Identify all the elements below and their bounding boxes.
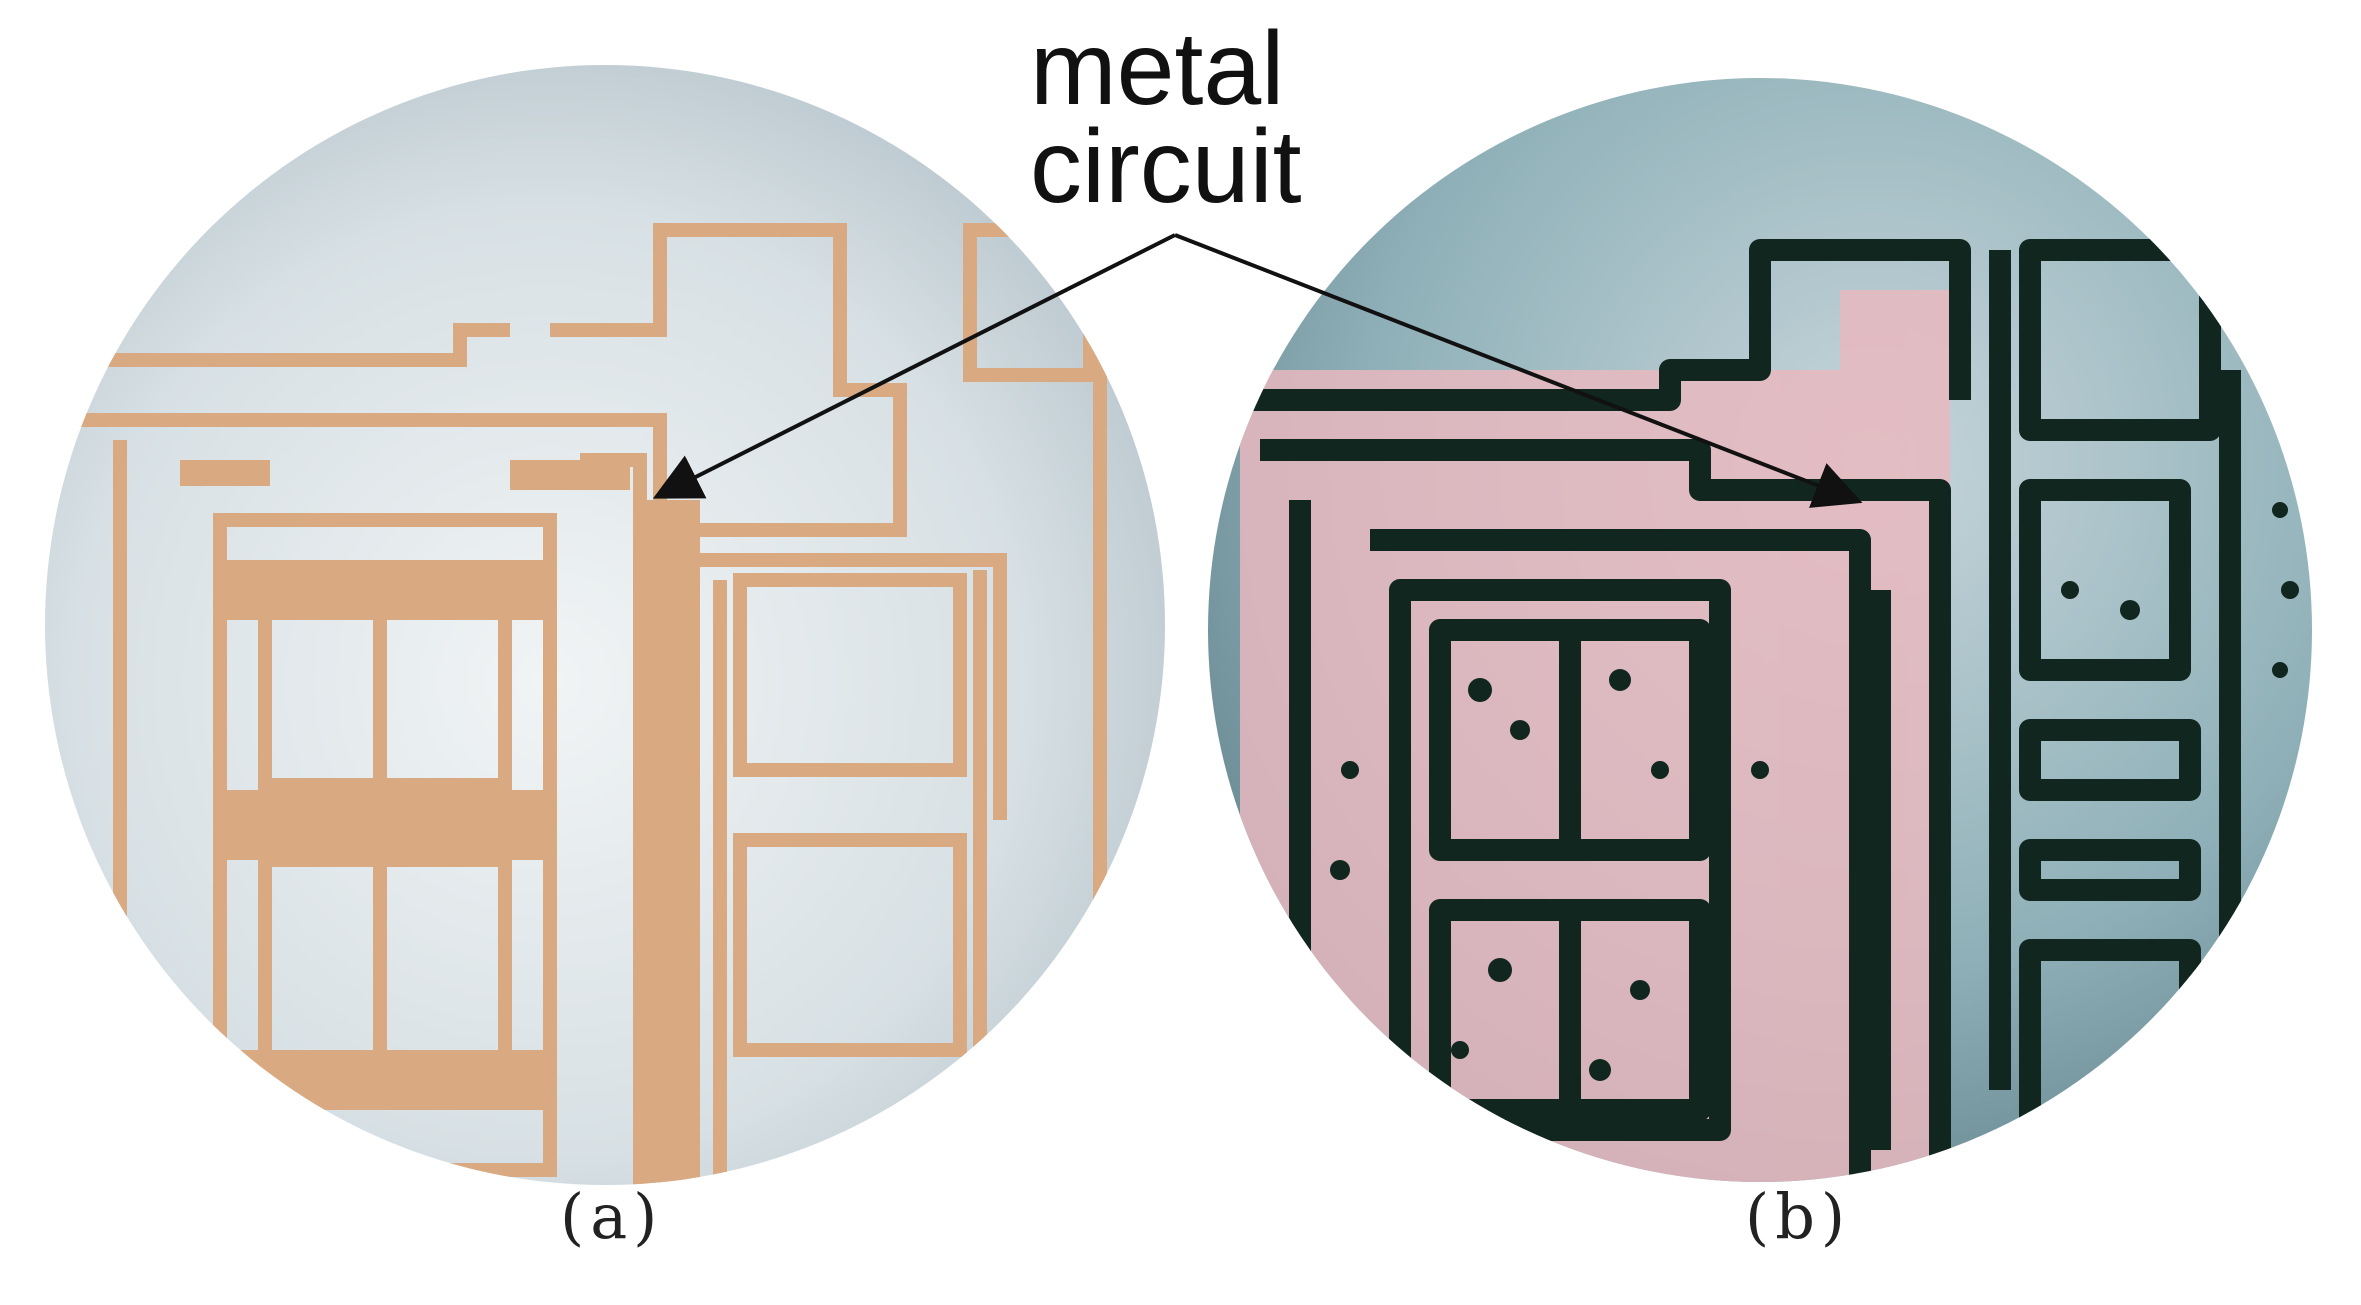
metal-circuit-annotation: metal circuit: [1030, 11, 1302, 225]
caption-b: (b): [1745, 1180, 1852, 1253]
texture-dots-b: [1330, 502, 2299, 1081]
micrograph-a: [45, 65, 1165, 1185]
caption-a: (a): [560, 1180, 664, 1253]
micrograph-b: [1208, 78, 2312, 1182]
annotation-line-1: metal: [1030, 11, 1285, 127]
annotation-line-2: circuit: [1030, 109, 1302, 225]
pink-regions-b: [1240, 290, 1950, 1182]
metal-pads-a: [180, 460, 700, 1185]
